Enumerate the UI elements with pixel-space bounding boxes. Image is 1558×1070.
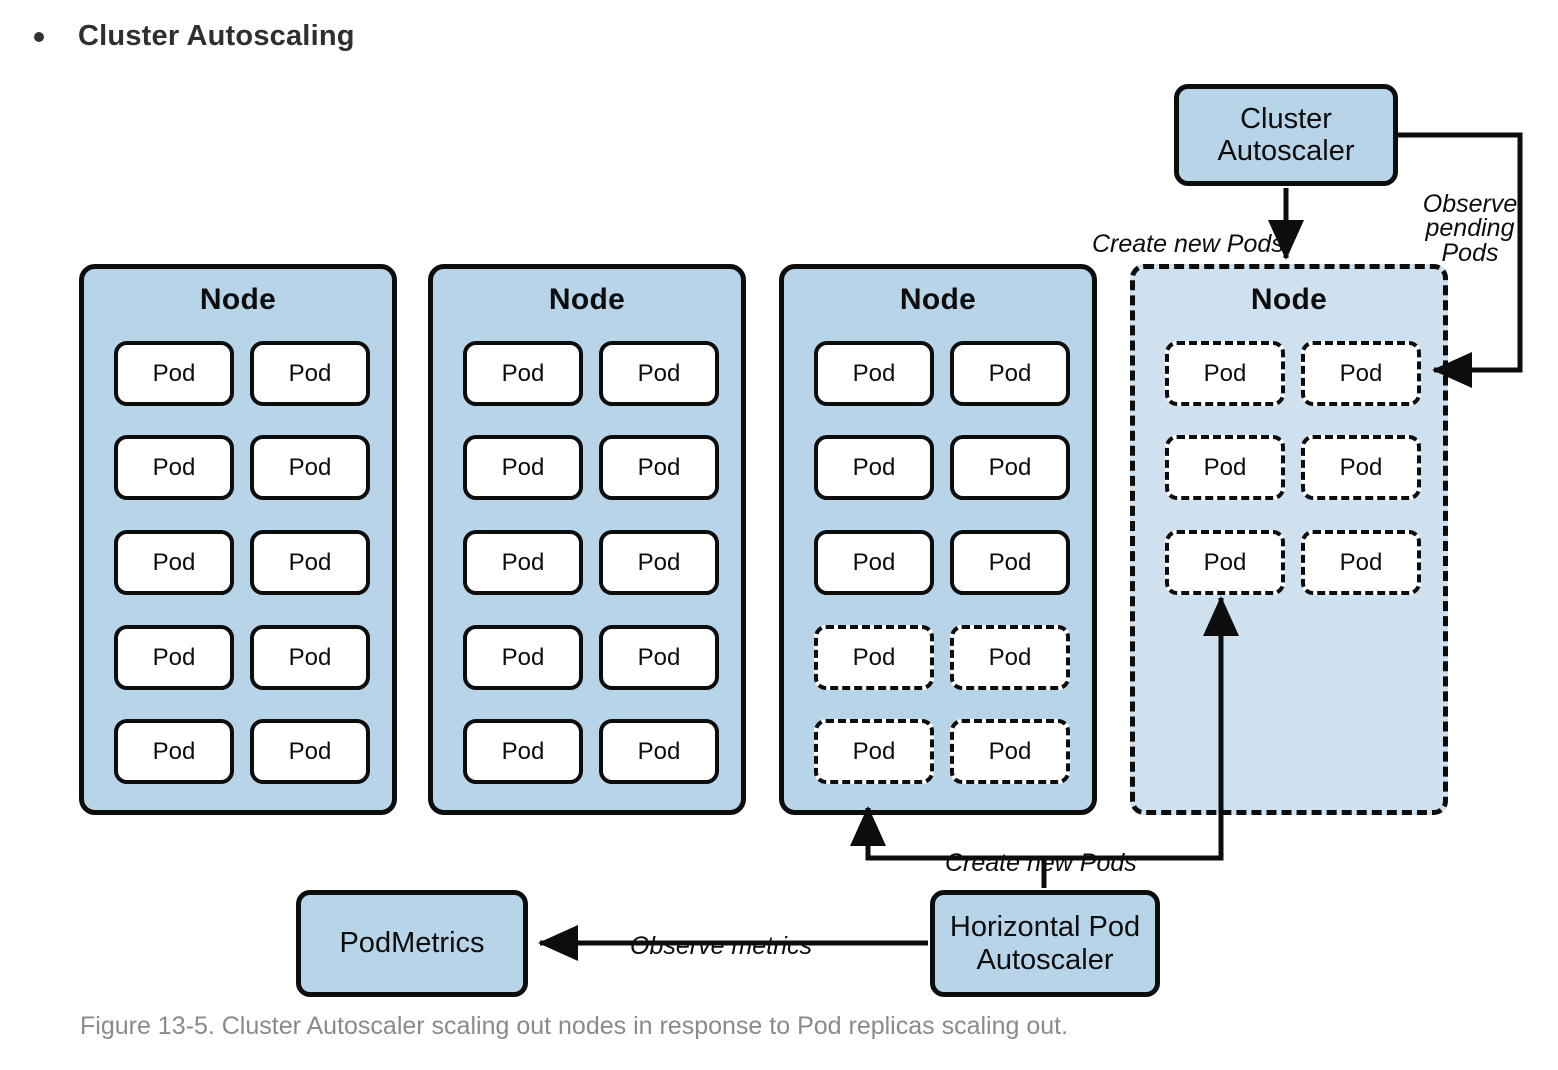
pod-label: Pod bbox=[152, 548, 196, 576]
label-observe-pending-pods: Observe pending Pods bbox=[1410, 167, 1530, 265]
pod-label: Pod bbox=[501, 548, 545, 576]
node-1-pod-r5c1: Pod bbox=[114, 719, 234, 784]
node-1-pod-r1c2: Pod bbox=[250, 341, 370, 406]
label-observe-metrics-text: Observe metrics bbox=[630, 931, 812, 960]
pod-label: Pod bbox=[501, 359, 545, 387]
pod-label: Pod bbox=[852, 643, 896, 671]
node-4-pod-r1c1-pending: Pod bbox=[1165, 341, 1285, 406]
node-3-pod-r2c2: Pod bbox=[950, 435, 1070, 500]
node-1-pod-r3c2: Pod bbox=[250, 530, 370, 595]
node-4-pod-r3c2-pending: Pod bbox=[1301, 530, 1421, 595]
pod-label: Pod bbox=[988, 643, 1032, 671]
pod-label: Pod bbox=[288, 548, 332, 576]
node-4-pod-r1c2-pending: Pod bbox=[1301, 341, 1421, 406]
pod-label: Pod bbox=[288, 737, 332, 765]
node-4-pod-r3c1-pending: Pod bbox=[1165, 530, 1285, 595]
node-4-pod-r2c1-pending: Pod bbox=[1165, 435, 1285, 500]
node-3-pod-r3c1: Pod bbox=[814, 530, 934, 595]
pod-label: Pod bbox=[852, 548, 896, 576]
node-2-pod-r3c1: Pod bbox=[463, 530, 583, 595]
pod-label: Pod bbox=[152, 737, 196, 765]
node-2: Node Pod Pod Pod Pod Pod Pod Pod Pod Pod… bbox=[428, 264, 746, 815]
bullet-dot-icon bbox=[34, 31, 44, 42]
label-create-new-pods-bottom: Create new Pods bbox=[945, 825, 1137, 876]
horizontal-pod-autoscaler-label: Horizontal Pod Autoscaler bbox=[949, 911, 1141, 976]
pod-label: Pod bbox=[1203, 453, 1247, 481]
pod-label: Pod bbox=[288, 359, 332, 387]
pod-label: Pod bbox=[288, 453, 332, 481]
node-1-pod-r2c1: Pod bbox=[114, 435, 234, 500]
node-4-title: Node bbox=[1250, 283, 1328, 316]
node-2-pod-r1c2: Pod bbox=[599, 341, 719, 406]
pod-label: Pod bbox=[1339, 359, 1383, 387]
label-observe-metrics: Observe metrics bbox=[630, 908, 812, 959]
horizontal-pod-autoscaler-box: Horizontal Pod Autoscaler bbox=[930, 890, 1160, 997]
node-3: Node Pod Pod Pod Pod Pod Pod Pod Pod Pod… bbox=[779, 264, 1097, 815]
pod-label: Pod bbox=[988, 548, 1032, 576]
pod-label: Pod bbox=[1203, 359, 1247, 387]
node-2-pod-r4c1: Pod bbox=[463, 625, 583, 690]
node-1: Node Pod Pod Pod Pod Pod Pod Pod Pod Pod… bbox=[79, 264, 397, 815]
pod-metrics-box: PodMetrics bbox=[296, 890, 528, 997]
node-2-pod-r5c1: Pod bbox=[463, 719, 583, 784]
pod-label: Pod bbox=[152, 643, 196, 671]
pod-label: Pod bbox=[1339, 453, 1383, 481]
node-1-pod-r2c2: Pod bbox=[250, 435, 370, 500]
pod-label: Pod bbox=[637, 737, 681, 765]
node-3-title: Node bbox=[899, 283, 977, 316]
pod-label: Pod bbox=[1203, 548, 1247, 576]
node-3-pod-r1c2: Pod bbox=[950, 341, 1070, 406]
label-observe-pending-pods-text: Observe pending Pods bbox=[1422, 189, 1518, 267]
node-2-pod-r5c2: Pod bbox=[599, 719, 719, 784]
node-2-pod-r4c2: Pod bbox=[599, 625, 719, 690]
pod-label: Pod bbox=[501, 737, 545, 765]
node-1-pod-r4c2: Pod bbox=[250, 625, 370, 690]
node-3-pod-r3c2: Pod bbox=[950, 530, 1070, 595]
pod-label: Pod bbox=[637, 359, 681, 387]
node-3-pod-r5c1-pending: Pod bbox=[814, 719, 934, 784]
pod-label: Pod bbox=[852, 359, 896, 387]
pod-label: Pod bbox=[852, 453, 896, 481]
cluster-autoscaler-label: Cluster Autoscaler bbox=[1217, 102, 1355, 167]
pod-label: Pod bbox=[637, 453, 681, 481]
node-1-pod-r3c1: Pod bbox=[114, 530, 234, 595]
label-create-new-pods-top-text: Create new Pods bbox=[1092, 229, 1284, 258]
node-2-pod-r2c2: Pod bbox=[599, 435, 719, 500]
cluster-autoscaler-box: Cluster Autoscaler bbox=[1174, 84, 1398, 186]
pod-label: Pod bbox=[637, 643, 681, 671]
node-2-pod-r3c2: Pod bbox=[599, 530, 719, 595]
node-2-pod-r1c1: Pod bbox=[463, 341, 583, 406]
node-1-pod-r5c2: Pod bbox=[250, 719, 370, 784]
node-1-title: Node bbox=[199, 283, 277, 316]
pod-label: Pod bbox=[852, 737, 896, 765]
node-3-pod-r2c1: Pod bbox=[814, 435, 934, 500]
pod-label: Pod bbox=[1339, 548, 1383, 576]
node-3-pod-r1c1: Pod bbox=[814, 341, 934, 406]
bullet-heading-label: Cluster Autoscaling bbox=[78, 20, 355, 52]
node-3-pod-r4c1-pending: Pod bbox=[814, 625, 934, 690]
label-create-new-pods-bottom-text: Create new Pods bbox=[945, 848, 1137, 877]
node-1-pod-r4c1: Pod bbox=[114, 625, 234, 690]
label-create-new-pods-top: Create new Pods bbox=[1092, 206, 1284, 257]
node-1-pod-r1c1: Pod bbox=[114, 341, 234, 406]
pod-metrics-label: PodMetrics bbox=[339, 927, 485, 960]
pod-label: Pod bbox=[152, 359, 196, 387]
pod-label: Pod bbox=[152, 453, 196, 481]
pod-label: Pod bbox=[501, 453, 545, 481]
node-2-title: Node bbox=[548, 283, 626, 316]
figure-caption: Figure 13-5. Cluster Autoscaler scaling … bbox=[80, 1012, 1069, 1040]
node-4-pending: Node Pod Pod Pod Pod Pod Pod bbox=[1130, 264, 1448, 815]
pod-label: Pod bbox=[988, 359, 1032, 387]
pod-label: Pod bbox=[988, 737, 1032, 765]
node-2-pod-r2c1: Pod bbox=[463, 435, 583, 500]
pod-label: Pod bbox=[288, 643, 332, 671]
pod-label: Pod bbox=[501, 643, 545, 671]
pod-label: Pod bbox=[637, 548, 681, 576]
node-3-pod-r5c2-pending: Pod bbox=[950, 719, 1070, 784]
bullet-heading: Cluster Autoscaling bbox=[34, 20, 355, 53]
node-3-pod-r4c2-pending: Pod bbox=[950, 625, 1070, 690]
node-4-pod-r2c2-pending: Pod bbox=[1301, 435, 1421, 500]
pod-label: Pod bbox=[988, 453, 1032, 481]
